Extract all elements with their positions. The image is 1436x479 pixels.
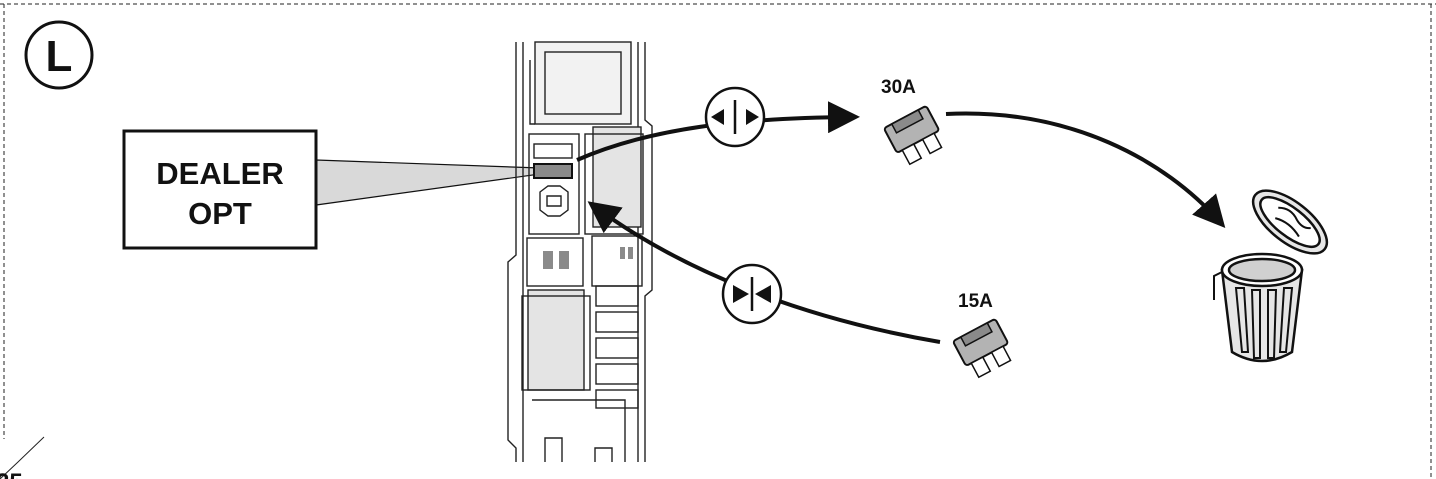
page-border xyxy=(0,3,1436,479)
discard-arrow xyxy=(945,111,1226,228)
trash-can-icon xyxy=(1213,189,1329,363)
fuse-15a-label: 15A xyxy=(958,291,993,312)
page-number: 25 xyxy=(0,469,23,479)
fuse-15a-icon xyxy=(952,318,1012,379)
callout-line-1: DEALER xyxy=(156,156,283,191)
page-tab: 25 xyxy=(0,436,45,479)
callout-leader xyxy=(315,159,541,206)
fuse-30a-icon xyxy=(883,105,943,166)
step-letter: L xyxy=(46,32,73,81)
pull-apart-arrows-icon xyxy=(704,86,766,148)
push-together-arrows-icon xyxy=(721,263,783,325)
remove-arrow xyxy=(576,101,860,162)
callout-line-2: OPT xyxy=(188,196,252,231)
fuse-block xyxy=(507,41,653,462)
step-marker-icon: L xyxy=(24,20,94,90)
dealer-opt-slot xyxy=(533,163,573,179)
dealer-opt-callout: DEALER OPT xyxy=(122,129,318,250)
fuse-30a-label: 30A xyxy=(881,77,916,98)
